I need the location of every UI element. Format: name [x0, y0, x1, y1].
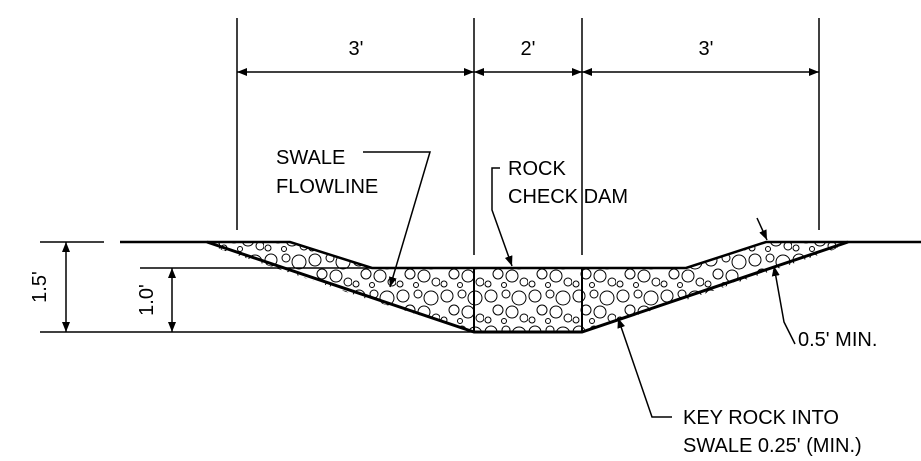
min-thickness-callout: 0.5' MIN. [756, 217, 877, 351]
swale-flowline-label-line1: SWALE [276, 147, 345, 169]
key-rock-label-line1: KEY ROCK INTO [683, 407, 839, 429]
rock-fill [207, 242, 848, 332]
dim-center-width: 2' [521, 38, 536, 60]
rock-check-dam-label-line1: ROCK [508, 158, 566, 180]
min-thickness-label: 0.5' MIN. [798, 329, 877, 351]
dim-left-width: 3' [349, 38, 364, 60]
swale-flowline-label-line2: FLOWLINE [276, 176, 378, 198]
swale-bottom-profile [206, 240, 849, 334]
rock-check-dam-callout: ROCK CHECK DAM [491, 158, 628, 267]
rock-check-dam-label-line2: CHECK DAM [508, 186, 628, 208]
swale-flowline-surface [120, 240, 921, 270]
key-rock-callout: KEY ROCK INTO SWALE 0.25' (MIN.) [617, 317, 862, 457]
key-rock-label-line2: SWALE 0.25' (MIN.) [683, 435, 862, 457]
vertical-dimensions: 1.5' 1.0' [29, 242, 176, 332]
swale-geometry [120, 240, 921, 334]
dim-right-width: 3' [699, 38, 714, 60]
dim-total-depth: 1.5' [29, 271, 51, 303]
extension-lines [40, 18, 820, 333]
horizontal-dimensions: 3' 2' 3' [237, 38, 819, 76]
swale-flowline-callout: SWALE FLOWLINE [276, 147, 432, 288]
center-check-dam-rock [474, 268, 582, 332]
dim-flow-depth: 1.0' [136, 284, 158, 316]
